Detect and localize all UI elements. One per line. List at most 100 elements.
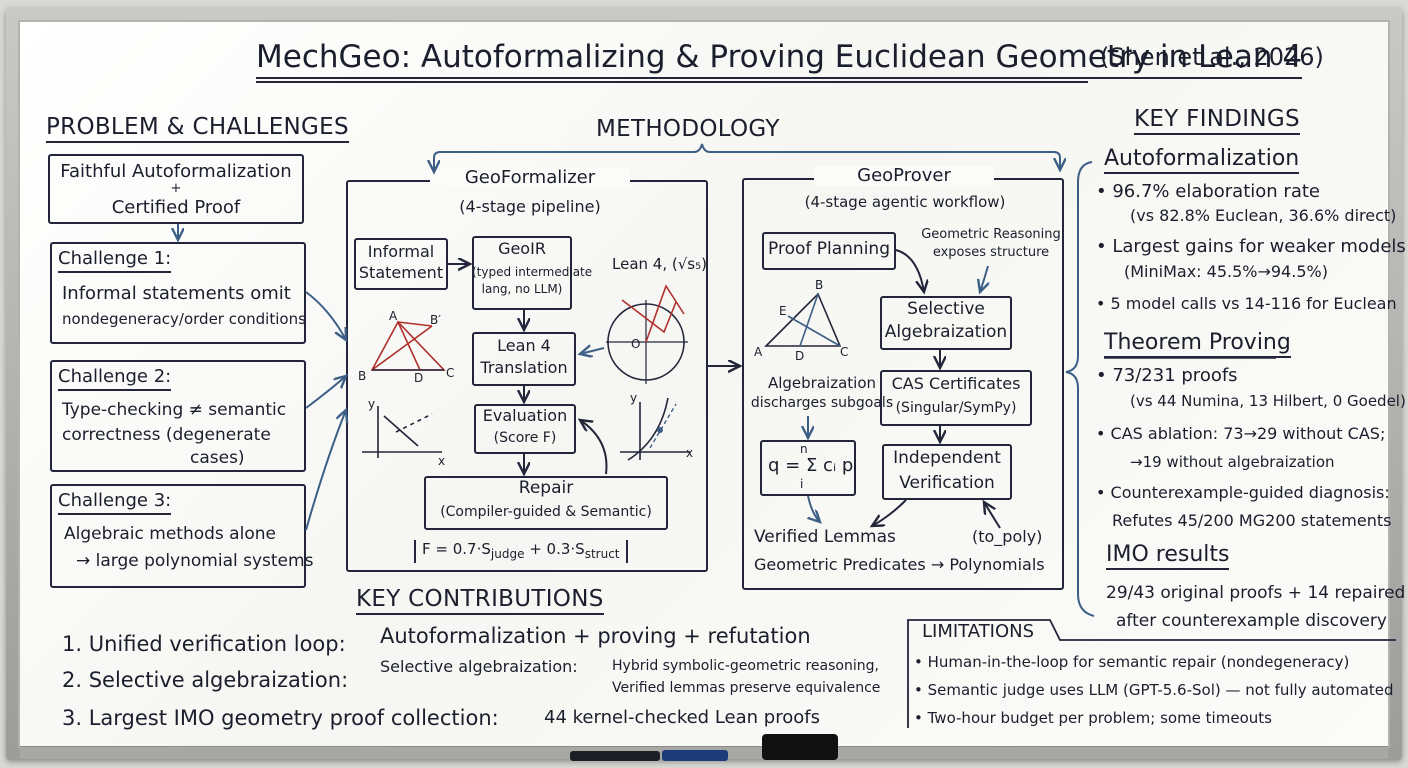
goal-plus: +	[170, 181, 182, 196]
cas-formula: q = Σ cᵢ pᵢ	[768, 455, 857, 476]
imo-line1: 29/43 original proofs + 14 repaired	[1106, 583, 1406, 603]
evaluation-line1: Evaluation	[482, 406, 568, 425]
findings-heading: KEY FINDINGS	[1134, 106, 1300, 136]
autoformalization-heading: Autoformalization	[1104, 146, 1300, 175]
tri-label-d: D	[414, 371, 424, 385]
independent-line2: Verification	[899, 473, 995, 493]
prover-tri-b: B	[815, 278, 824, 292]
repair-line2: (Compiler-guided & Semantic)	[440, 504, 652, 520]
axis2-x: x	[686, 446, 694, 460]
verified-lemmas-label: Verified Lemmas	[754, 527, 896, 547]
proof-planning-box	[762, 232, 896, 270]
contribution-2-value1: Hybrid symbolic-geometric reasoning,	[612, 658, 879, 674]
challenge-1-title: Challenge 1:	[58, 248, 172, 273]
geo-reasoning-line1: Geometric Reasoning	[921, 227, 1061, 242]
marker-blue	[662, 750, 728, 761]
challenge-1-line2: nondegeneracy/order conditions	[62, 310, 306, 328]
contribution-3-label: 3. Largest IMO geometry proof collection…	[62, 706, 499, 730]
prover-tri-a: A	[754, 345, 763, 359]
geoir-box	[472, 236, 572, 310]
formula-box	[760, 440, 856, 496]
geoprover-title: GeoProver	[814, 165, 994, 187]
goal-line2: Certified Proof	[111, 197, 241, 218]
cas-line1: CAS Certificates	[891, 374, 1021, 393]
geoprover-subtitle: (4-stage agentic workflow)	[804, 193, 1006, 211]
geoformalizer-title: GeoFormalizer	[430, 167, 630, 189]
challenge-1-box	[50, 242, 306, 344]
sum-bottom: i	[800, 477, 804, 491]
prover-tri-d: D	[795, 349, 805, 363]
prover-tri-e: E	[779, 304, 787, 318]
tri-label-a: A	[389, 309, 398, 323]
score-formula: F = 0.7·Sjudge + 0.3·Sstruct	[414, 540, 628, 563]
af-item1-line1: • 96.7% elaboration rate	[1096, 181, 1320, 202]
tri-label-bprime: B′	[430, 313, 441, 327]
circle-label-o: O	[631, 337, 641, 351]
evaluation-box	[474, 404, 576, 454]
informal-line2: Statement	[358, 263, 444, 282]
methodology-heading: METHODOLOGY	[596, 116, 780, 142]
af-item2-line1: • Largest gains for weaker models	[1096, 236, 1406, 257]
lean-line2: Translation	[480, 358, 568, 377]
algebraization-note-line2: discharges subgoals	[750, 395, 894, 411]
tri-label-b: B	[358, 369, 367, 383]
contribution-3-value: 44 kernel-checked Lean proofs	[544, 707, 820, 728]
title-citation: (Shen et al., 2026)	[1100, 43, 1324, 71]
formula-part1: F = 0.7·S	[422, 540, 491, 558]
imo-heading: IMO results	[1106, 542, 1230, 571]
selective-algebraization-box	[880, 296, 1012, 350]
proof-planning-label: Proof Planning	[768, 239, 890, 259]
algebraization-note-line1: Algebraization	[767, 374, 877, 392]
tri-label-c: C	[446, 366, 455, 380]
contributions-heading: KEY CONTRIBUTIONS	[356, 586, 604, 616]
cas-certificates-box	[880, 370, 1032, 426]
axis2-y: y	[630, 391, 638, 405]
af-item3-line1: • 5 model calls vs 14-116 for Euclean	[1096, 294, 1397, 313]
geoir-line2: lang, no LLM)	[481, 282, 563, 296]
formula-sub-struct: struct	[584, 547, 620, 561]
geoformalizer-subtitle: (4-stage pipeline)	[459, 197, 601, 216]
limitation-2: • Semantic judge uses LLM (GPT-5.6-Sol) …	[914, 681, 1394, 699]
challenge-2-line1: Type-checking ≠ semantic	[62, 400, 287, 420]
evaluation-line2: (Score F)	[493, 430, 557, 446]
challenge-2-line2: correctness (degenerate	[62, 425, 271, 445]
challenge-3-line2: → large polynomial systems	[76, 551, 314, 571]
theorem-heading: Theorem Proving	[1104, 330, 1291, 359]
sum-top: n	[800, 442, 808, 456]
geoir-line1: (typed intermediate	[472, 265, 593, 279]
challenge-2-title: Challenge 2:	[58, 366, 172, 391]
imo-line2: after counterexample discovery	[1116, 611, 1387, 631]
formula-sub-judge: judge	[490, 547, 525, 561]
informal-line1: Informal	[367, 242, 435, 261]
prover-tri-c: C	[840, 345, 849, 359]
eraser	[762, 734, 838, 760]
tp-item3-line1: • Counterexample-guided diagnosis:	[1096, 483, 1390, 502]
limitations-heading: LIMITATIONS	[922, 621, 1035, 642]
limitation-1: • Human-in-the-loop for semantic repair …	[914, 653, 1350, 671]
tp-item3-line2: Refutes 45/200 MG200 statements	[1112, 511, 1392, 530]
challenge-1-line1: Informal statements omit	[62, 283, 291, 304]
lean-line1: Lean 4	[497, 336, 551, 355]
selective-line2: Algebraization	[884, 322, 1008, 342]
geo-reasoning-line2: exposes structure	[932, 245, 1050, 260]
contribution-2-sub: Selective algebraization:	[380, 657, 578, 676]
repair-box	[424, 476, 668, 530]
independent-verification-box	[882, 444, 1012, 500]
informal-statement-box	[354, 238, 448, 290]
contribution-1-label: 1. Unified verification loop:	[62, 632, 346, 656]
challenge-3-box	[50, 484, 306, 588]
marker-black	[570, 751, 660, 761]
lean-sqrt-label: Lean 4, (√s₅)	[612, 255, 707, 273]
tp-item1-line2: (vs 44 Numina, 13 Hilbert, 0 Goedel)	[1130, 392, 1406, 410]
limitation-3: • Two-hour budget per problem; some time…	[914, 709, 1272, 727]
page-title: MechGeo: Autoformalizing & Proving Eucli…	[256, 39, 1303, 79]
contribution-2-label: 2. Selective algebraization:	[62, 668, 349, 692]
goal-line1: Faithful Autoformalization	[60, 161, 292, 182]
formula-part2: + 0.3·S	[524, 540, 585, 558]
independent-line1: Independent	[893, 448, 1001, 468]
axis1-y: y	[368, 397, 376, 411]
af-item2-line2: (MiniMax: 45.5%→94.5%)	[1124, 262, 1328, 281]
challenge-2-box	[50, 360, 306, 472]
af-item1-line2: (vs 82.8% Euclean, 36.6% direct)	[1130, 206, 1397, 225]
problem-heading: PROBLEM & CHALLENGES	[46, 114, 349, 144]
